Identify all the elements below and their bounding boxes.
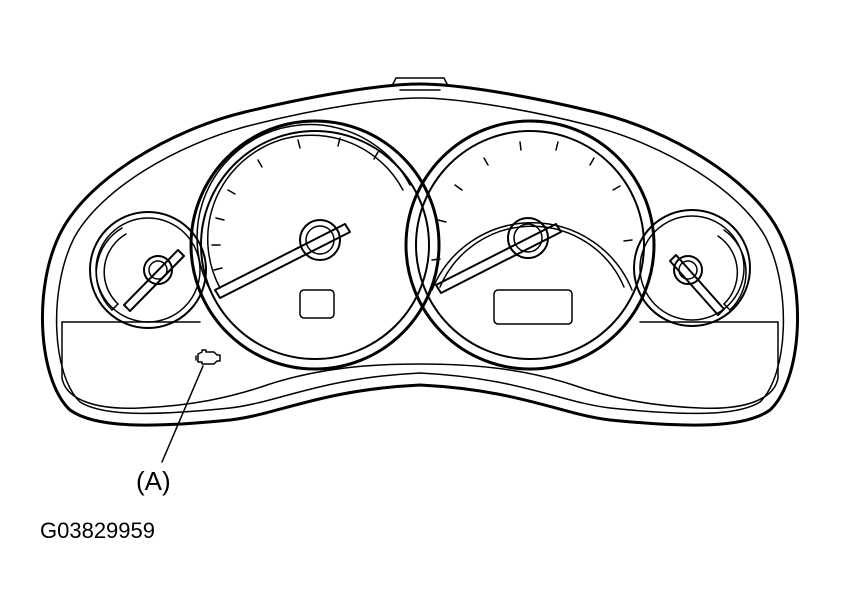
- speedometer-needle: [214, 223, 351, 299]
- cluster-housing: [41, 77, 799, 427]
- tachometer-display: [493, 289, 573, 325]
- check-engine-icon: [195, 349, 221, 365]
- left-gauge-needle: [123, 249, 185, 312]
- speedometer-ticks: [211, 137, 379, 271]
- right-small-gauge: [633, 209, 751, 327]
- callout-A: (A): [136, 365, 204, 496]
- figure-id: G03829959: [40, 518, 155, 543]
- left-small-gauge: [89, 211, 207, 329]
- speedometer-display: [299, 289, 335, 319]
- speedometer-gauge: [189, 119, 441, 371]
- tachometer-gauge: [404, 119, 656, 371]
- callout-leader-line: [161, 365, 204, 463]
- tachometer-needle: [435, 223, 562, 294]
- tachometer-ticks: [431, 141, 633, 261]
- callout-label: (A): [136, 466, 171, 496]
- right-gauge-needle: [669, 254, 725, 316]
